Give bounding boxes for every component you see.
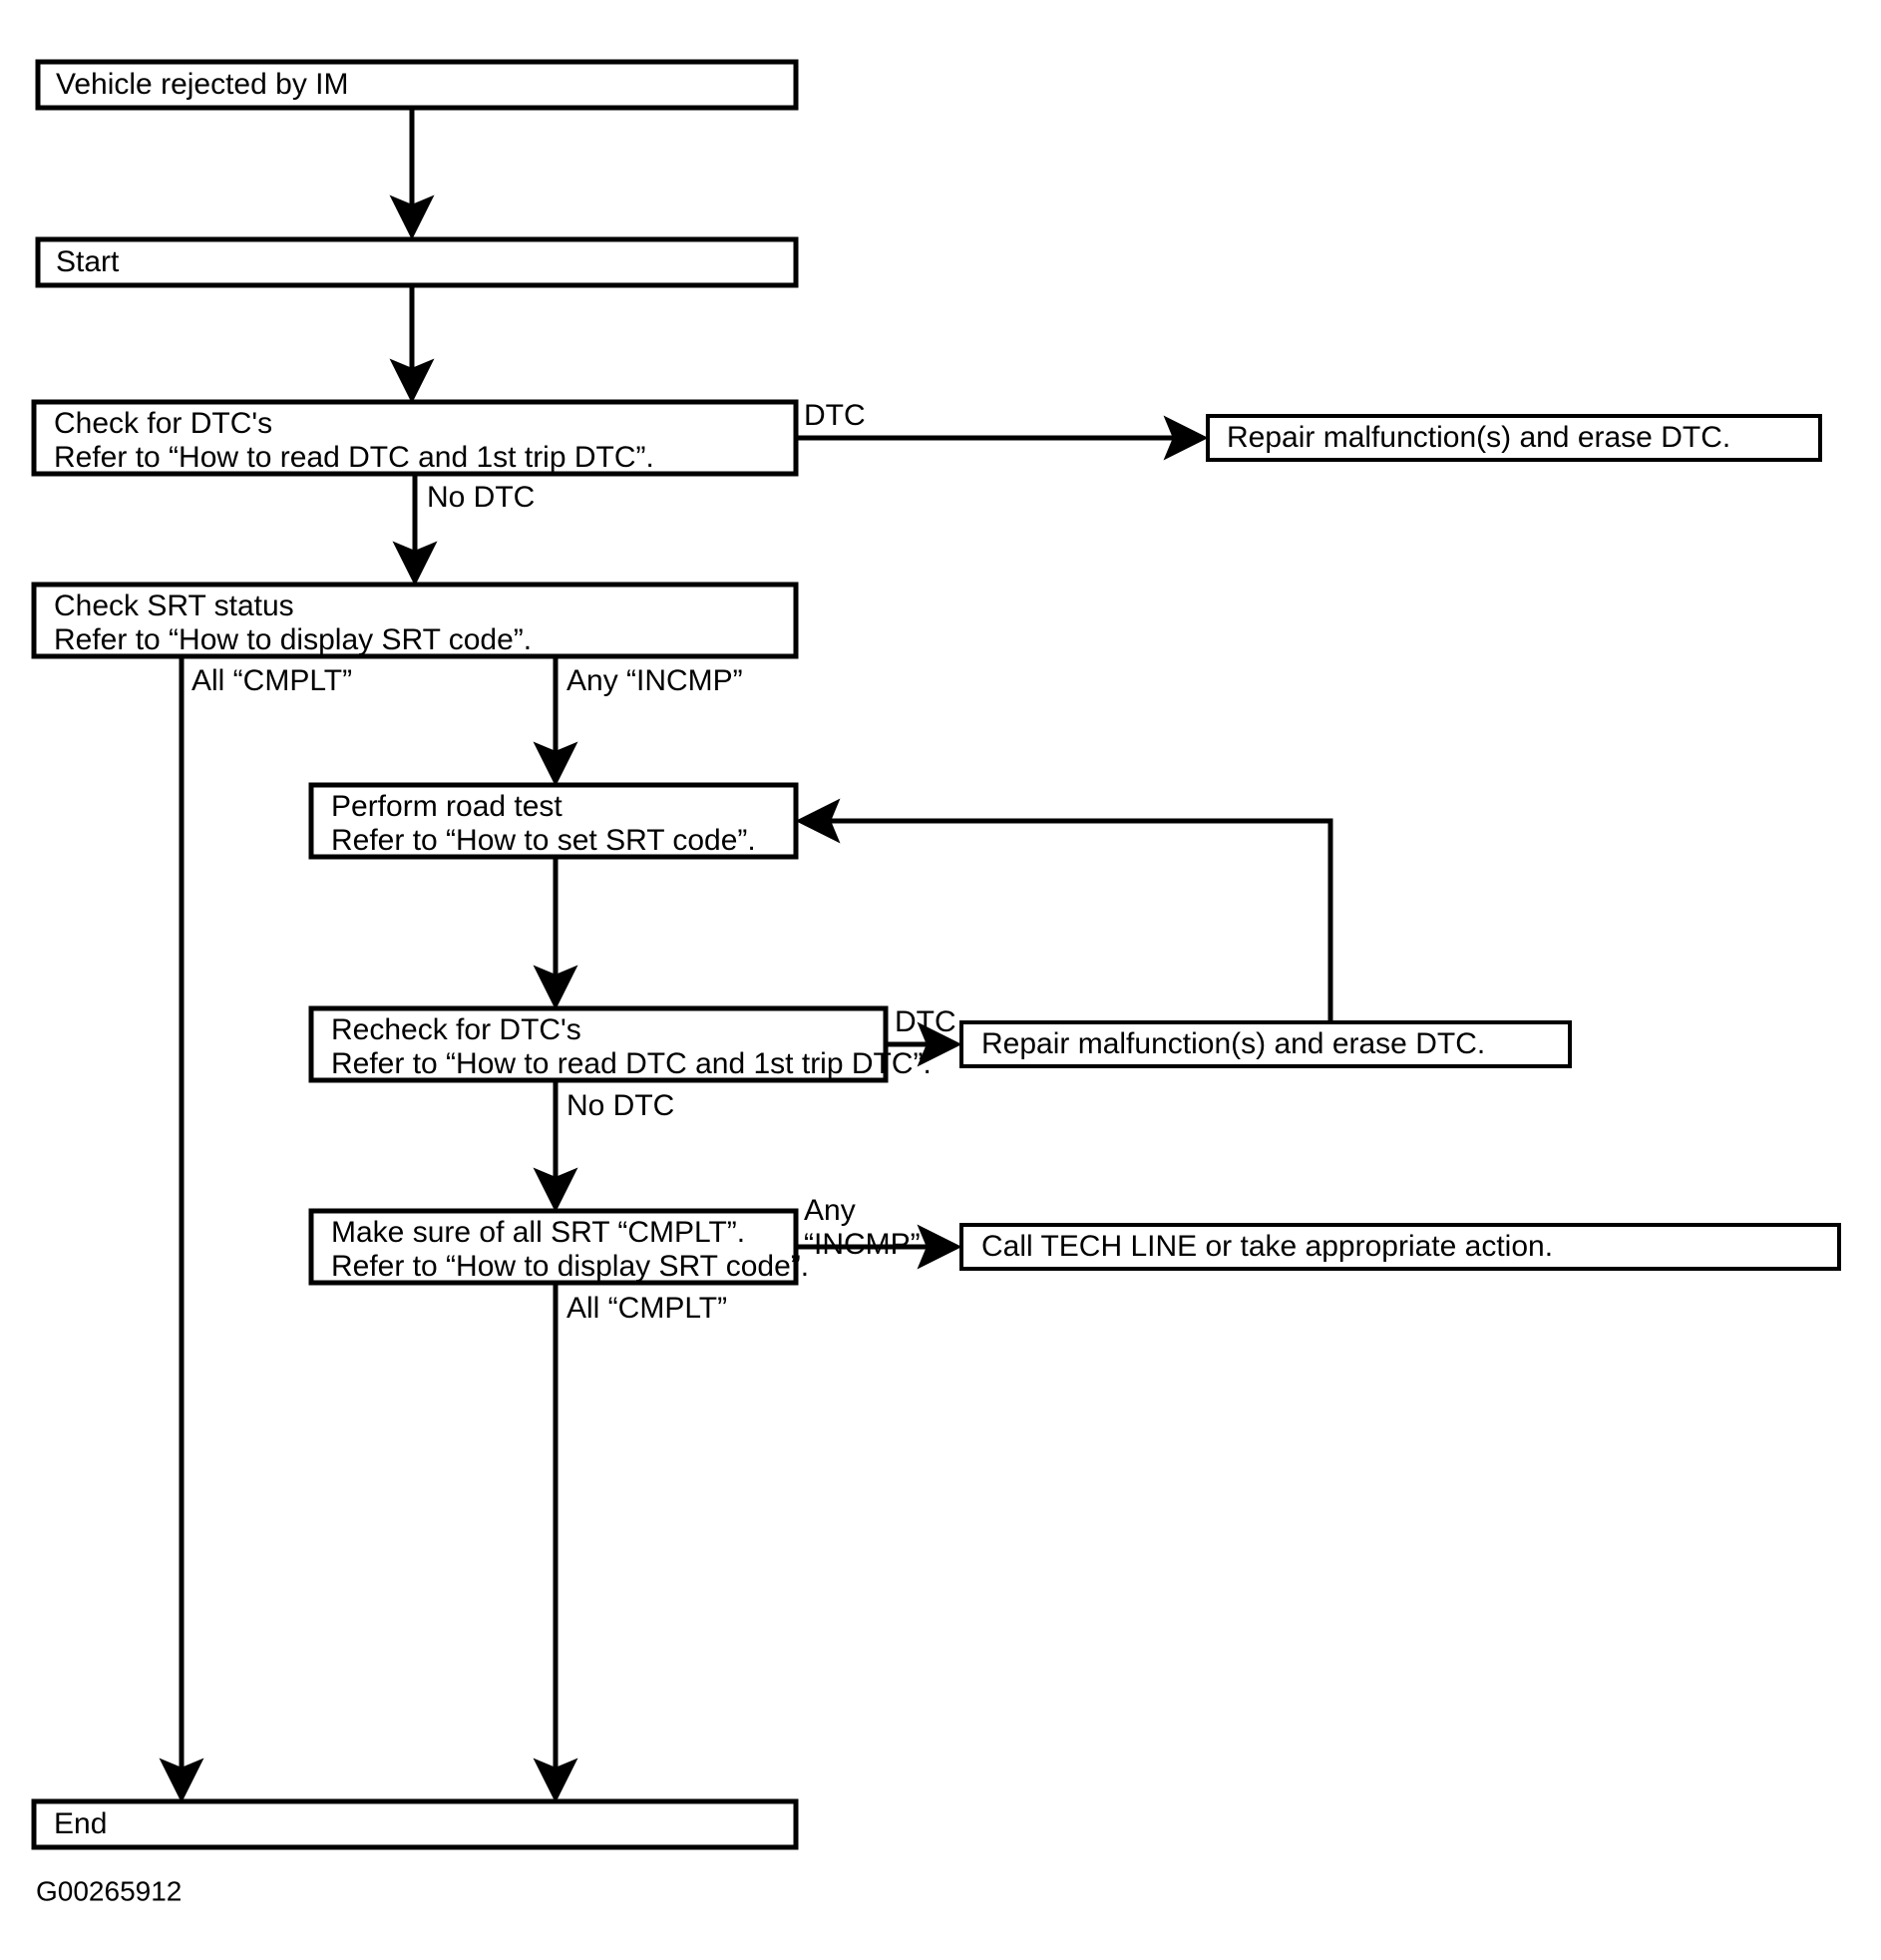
node-vehicle-rejected[interactable]: Vehicle rejected by IM [35,59,799,111]
node-check-dtc-line1: Check for DTC's [54,407,272,440]
edge-label-any-incmp-2-line2: “INCMP” [804,1228,921,1261]
node-end[interactable]: End [31,1798,799,1850]
node-check-dtc[interactable]: Check for DTC's Refer to “How to read DT… [31,399,799,477]
connector-layer [159,108,1333,1803]
edge-label-any-incmp-2-line1: Any [804,1194,856,1227]
node-make-sure-srt-line2: Refer to “How to display SRT code”. [331,1250,809,1283]
node-perform-road-test[interactable]: Perform road test Refer to “How to set S… [308,782,799,860]
node-perform-road-test-line2: Refer to “How to set SRT code”. [331,824,756,857]
node-repair-malfunction-1[interactable]: Repair malfunction(s) and erase DTC. [1206,414,1822,462]
node-start-label: Start [56,245,120,278]
node-check-srt-status-line2: Refer to “How to display SRT code”. [54,623,532,656]
figure-id-label: G00265912 [36,1875,182,1906]
edge-label-no-dtc-1: No DTC [427,481,535,514]
node-recheck-dtc-line1: Recheck for DTC's [331,1013,581,1046]
edge-label-no-dtc-2: No DTC [566,1089,674,1122]
node-check-srt-status-line1: Check SRT status [54,589,294,622]
node-call-tech-line[interactable]: Call TECH LINE or take appropriate actio… [959,1223,1841,1271]
node-call-tech-line-label: Call TECH LINE or take appropriate actio… [981,1230,1553,1263]
node-repair-malfunction-2[interactable]: Repair malfunction(s) and erase DTC. [959,1020,1572,1068]
node-check-dtc-line2: Refer to “How to read DTC and 1st trip D… [54,441,654,474]
node-vehicle-rejected-label: Vehicle rejected by IM [56,68,348,101]
node-recheck-dtc[interactable]: Recheck for DTC's Refer to “How to read … [308,1005,932,1083]
node-recheck-dtc-line2: Refer to “How to read DTC and 1st trip D… [331,1047,932,1080]
edge-label-dtc-1: DTC [804,399,866,432]
edge-repair-2-to-road-test [795,798,1333,1022]
edge-label-dtc-2: DTC [895,1005,956,1038]
node-repair-malfunction-1-label: Repair malfunction(s) and erase DTC. [1227,421,1730,454]
edge-label-any-incmp-1: Any “INCMP” [566,664,743,697]
edge-label-all-cmplt-2: All “CMPLT” [566,1292,727,1325]
node-repair-malfunction-2-label: Repair malfunction(s) and erase DTC. [981,1027,1485,1060]
edge-label-layer: DTC No DTC All “CMPLT” Any “INCMP” DTC N… [191,399,956,1325]
node-check-srt-status[interactable]: Check SRT status Refer to “How to displa… [31,582,799,659]
edge-label-all-cmplt-1: All “CMPLT” [191,664,352,697]
node-end-label: End [54,1807,107,1840]
node-make-sure-srt-line1: Make sure of all SRT “CMPLT”. [331,1216,745,1249]
node-make-sure-srt[interactable]: Make sure of all SRT “CMPLT”. Refer to “… [308,1208,809,1286]
node-start[interactable]: Start [35,236,799,288]
node-perform-road-test-line1: Perform road test [331,790,563,823]
